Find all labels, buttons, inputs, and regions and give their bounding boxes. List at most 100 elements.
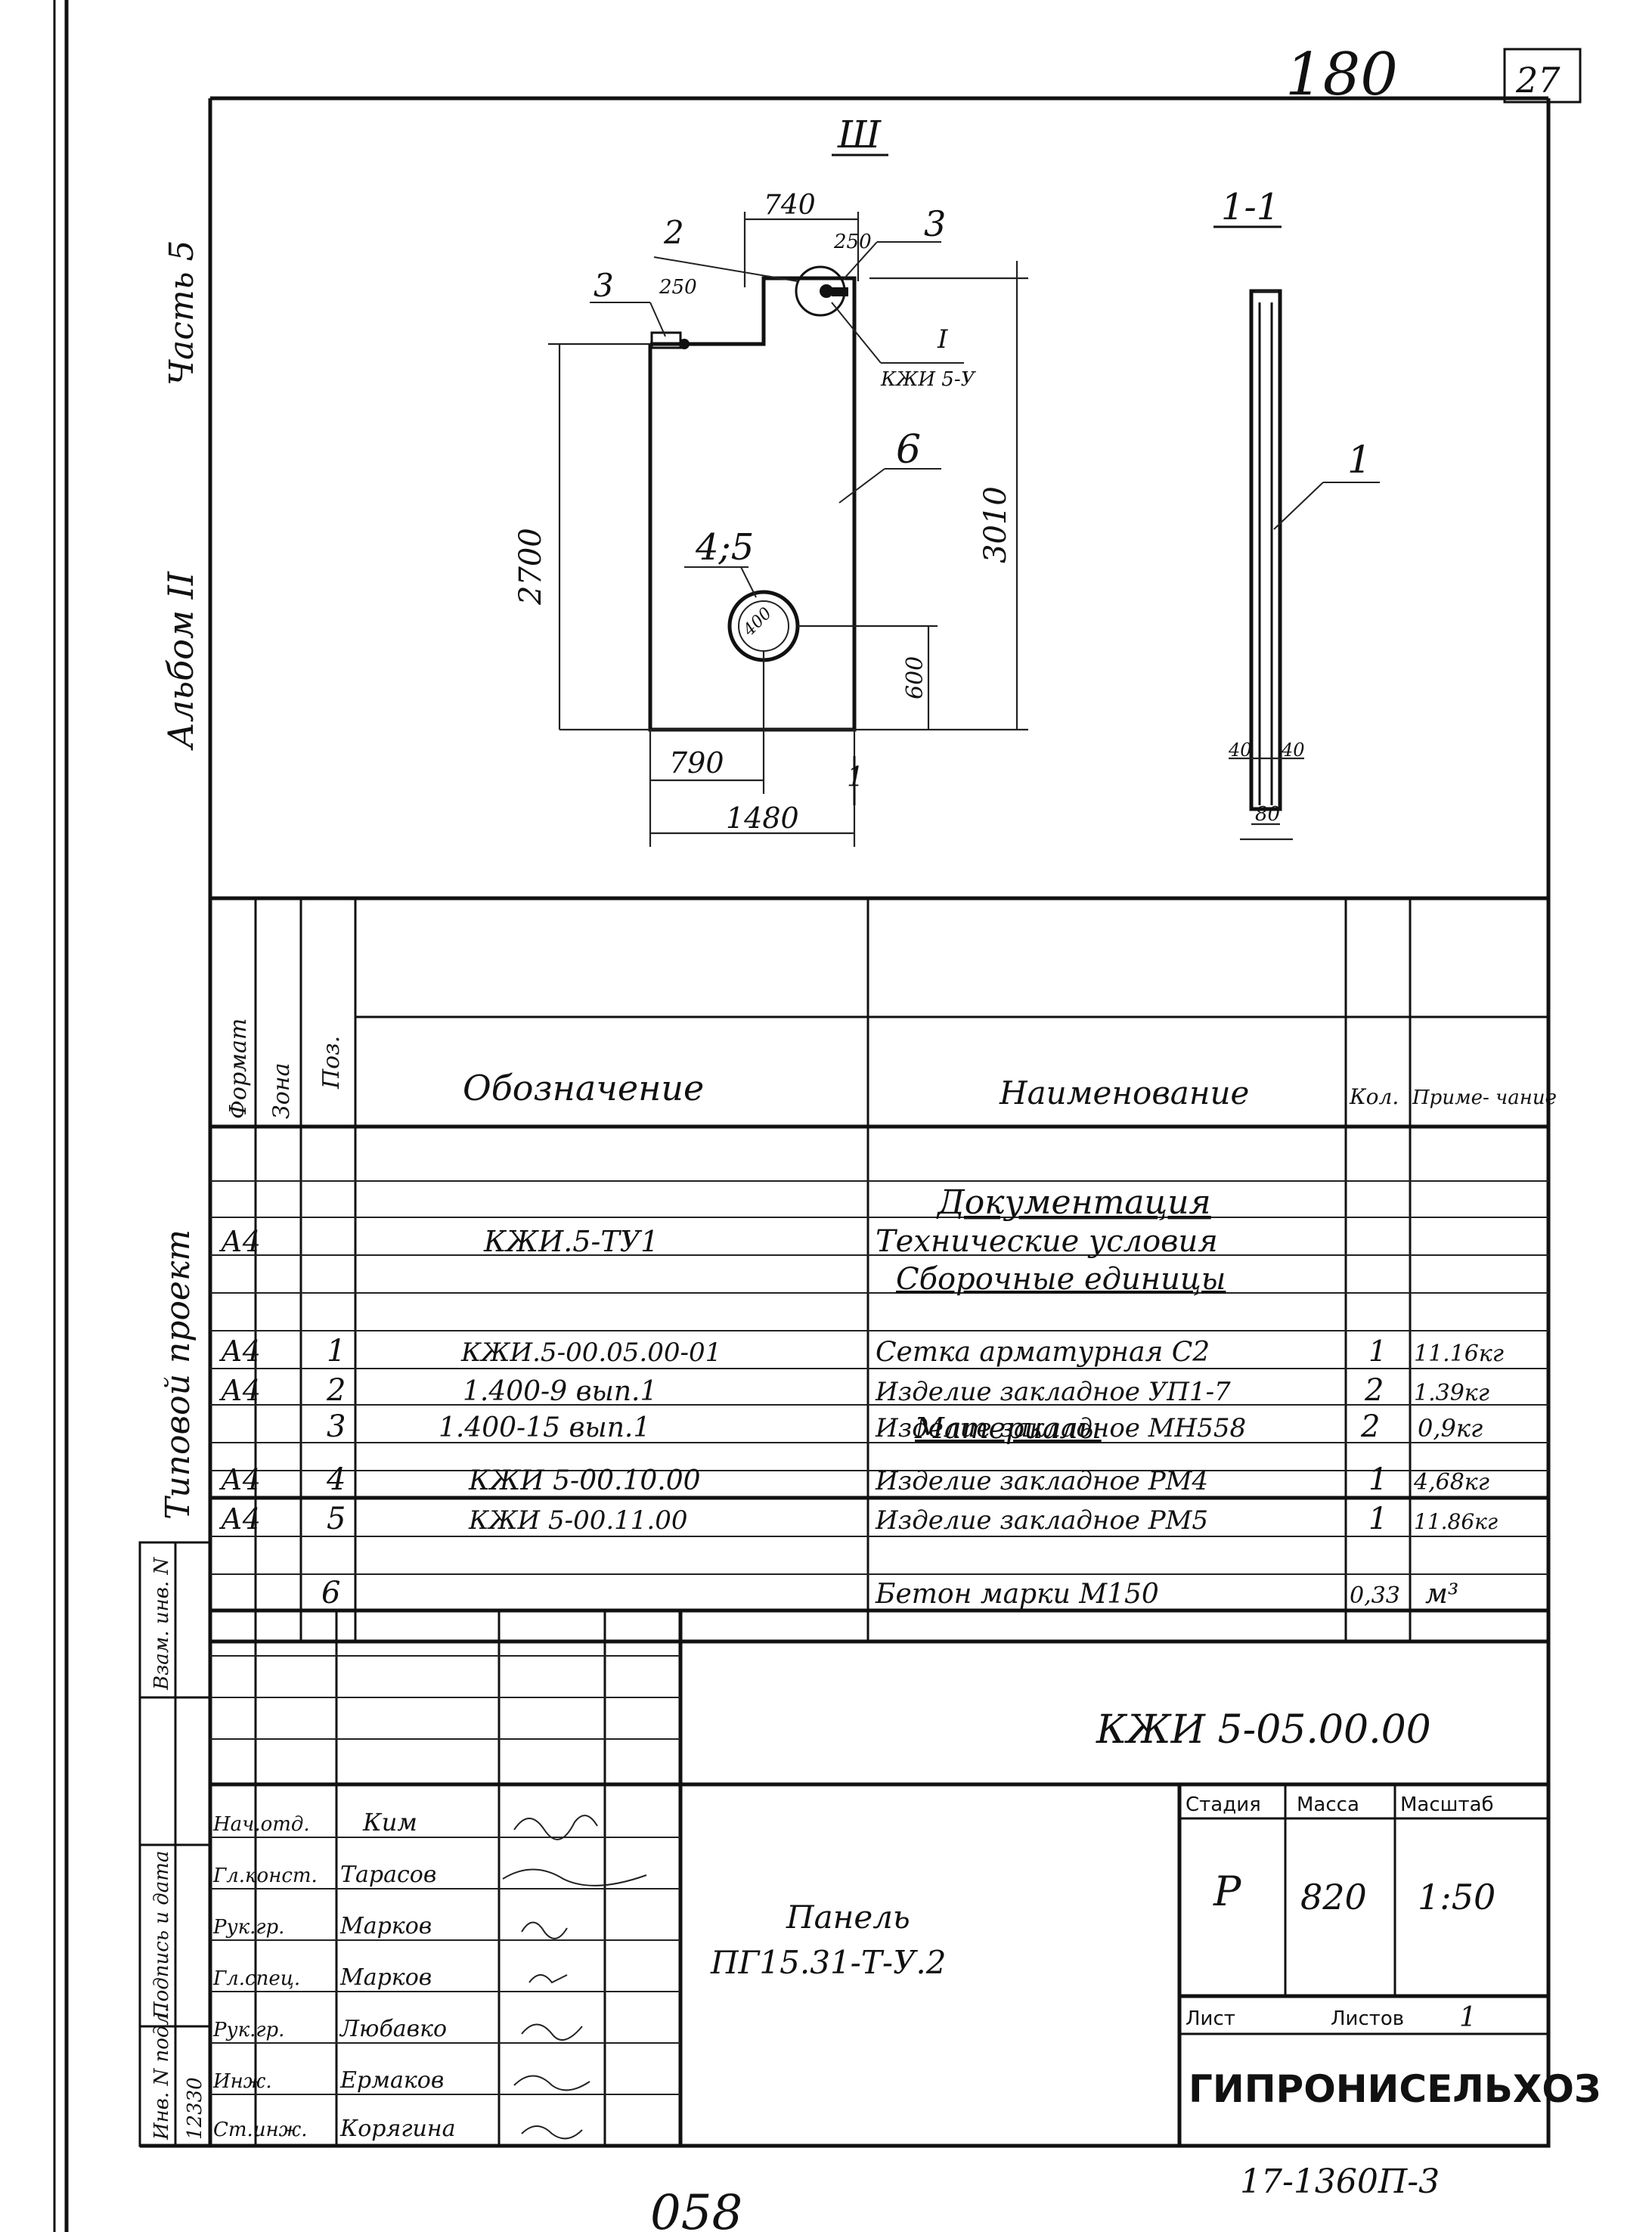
row-note: м³	[1425, 1579, 1458, 1610]
signatory-row: Инж. Ермаков	[212, 2067, 444, 2094]
hdr-pos: Поз.	[318, 1036, 345, 1090]
spec-row: А4 4 КЖИ 5-00.10.00 Изделие закладное РМ…	[219, 1462, 1489, 1497]
spec-row: А4 КЖИ.5-ТУ1 Технические условия	[219, 1224, 1218, 1259]
panel-plan-view: Ш 400 740 250 250 2 3 3 I КЖИ 5-У	[513, 113, 1028, 847]
view-label: Ш	[837, 113, 882, 157]
inv-dubl-label: Инв. N подл.	[150, 2007, 173, 2141]
dim-1480: 1480	[726, 801, 799, 835]
row-note: 4,68кг	[1413, 1469, 1489, 1496]
doc-code: КЖИ 5-05.00.00	[1096, 1707, 1431, 1753]
pos-4-5: 4;5	[695, 526, 754, 569]
mass-label: Масса	[1297, 1793, 1359, 1816]
dim-40-a: 40	[1228, 739, 1252, 761]
signatory-row: Рук.гр. Любавко	[212, 2016, 447, 2042]
pos-1-section: 1	[1347, 438, 1372, 482]
row-qty: 2	[1360, 1409, 1380, 1444]
section-view: 1-1 1 40 40 80	[1213, 186, 1380, 841]
dim-250-a: 250	[659, 276, 697, 299]
row-format: А4	[219, 1225, 261, 1258]
row-qty: 1	[1368, 1502, 1387, 1536]
spec-row: А4 5 КЖИ 5-00.11.00 Изделие закладное РМ…	[219, 1502, 1498, 1536]
row-format: А4	[219, 1463, 261, 1496]
vzam-label: Взам. инв. N	[150, 1557, 173, 1691]
signatory-role: Гл.спец.	[212, 1967, 300, 1990]
signatory-name: Ким	[362, 1808, 417, 1837]
signatory-name: Марков	[339, 1964, 432, 1991]
row-designation: КЖИ 5-00.10.00	[468, 1465, 701, 1496]
scale-value: 1:50	[1418, 1877, 1495, 1917]
sheets-label: Листов	[1331, 2007, 1404, 2030]
signatory-role: Нач.отд.	[212, 1813, 310, 1836]
sheet-label: Лист	[1186, 2007, 1235, 2030]
sheets-value: 1	[1459, 2002, 1477, 2033]
section-assemblies: Сборочные единицы	[896, 1262, 1226, 1297]
row-pos: 1	[327, 1334, 346, 1369]
row-format: А4	[219, 1335, 261, 1368]
bottom-stamp: 17-1360П-3	[1240, 2162, 1440, 2201]
row-note: 0,9кг	[1418, 1414, 1483, 1443]
page-number: 180	[1285, 41, 1398, 109]
row-name: Изделие закладное РМ4	[875, 1466, 1208, 1496]
row-pos: 6	[321, 1576, 340, 1610]
pos-3-left: 3	[594, 267, 614, 304]
row-qty: 0,33	[1350, 1583, 1400, 1609]
inv-number: 12330	[184, 2077, 206, 2140]
row-designation: КЖИ 5-00.11.00	[468, 1505, 688, 1536]
section-mark-text: 1	[847, 762, 864, 793]
signatory-row: Рук.гр. Марков	[212, 1913, 432, 1939]
signatory-name: Марков	[339, 1913, 432, 1939]
pos-6: 6	[896, 427, 921, 473]
mass-value: 820	[1300, 1877, 1367, 1917]
row-format: А4	[219, 1502, 261, 1536]
hdr-note: Приме- чание	[1412, 1087, 1557, 1109]
signatory-role: Рук.гр.	[212, 1916, 284, 1939]
row-note: 11.86кг	[1414, 1509, 1498, 1534]
row-note: 11.16кг	[1414, 1341, 1504, 1367]
title-line2: ПГ15.31-Т-У.2	[710, 1944, 947, 1981]
dim-2700: 2700	[513, 528, 548, 606]
row-pos: 5	[327, 1502, 346, 1536]
scale-label: Масштаб	[1400, 1793, 1494, 1816]
dim-3010: 3010	[978, 486, 1013, 563]
signatory-name: Ермаков	[339, 2067, 444, 2094]
stage-label: Стадия	[1186, 1793, 1261, 1816]
spec-row: А4 1 КЖИ.5-00.05.00-01 Сетка арматурная …	[219, 1334, 1504, 1369]
section-docs: Документация	[936, 1183, 1211, 1222]
pos-2: 2	[663, 214, 684, 251]
spec-table: Формат Зона Поз. Обозначение Наименовани…	[208, 896, 1557, 1500]
hdr-format: Формат	[225, 1018, 252, 1119]
row-pos: 3	[327, 1409, 346, 1444]
row-qty: 2	[1364, 1373, 1384, 1408]
hdr-zone: Зона	[268, 1063, 295, 1119]
sign-date-label: Подпись и дата	[150, 1851, 173, 2020]
title-line1: Панель	[786, 1899, 910, 1936]
album-label: Альбом II	[160, 571, 201, 751]
spec-row: 3 1.400-15 вып.1 Изделие закладное МН558…	[327, 1409, 1483, 1444]
part-label: Часть 5	[163, 240, 201, 386]
callout-ref: КЖИ 5-У	[880, 368, 977, 391]
section-materials: Материалы	[914, 1412, 1102, 1445]
row-name: Изделие закладное УП1-7	[875, 1377, 1231, 1407]
project-label: Типовой проект	[159, 1229, 197, 1520]
row-qty: 1	[1368, 1462, 1387, 1497]
row-designation: 1.400-15 вып.1	[439, 1412, 650, 1443]
hdr-qty: Кол.	[1349, 1084, 1399, 1109]
bottom-number: 058	[650, 2185, 742, 2232]
signatory-row: Гл.спец. Марков	[212, 1964, 432, 1991]
dim-80: 80	[1255, 803, 1280, 826]
row-qty: 1	[1368, 1335, 1387, 1368]
hdr-designation: Обозначение	[463, 1068, 704, 1108]
row-name: Бетон марки М150	[875, 1579, 1159, 1610]
spec-row: А4 2 1.400-9 вып.1 Изделие закладное УП1…	[219, 1373, 1489, 1408]
stage-value: Р	[1213, 1868, 1242, 1915]
org-name: ГИПРОНИСЕЛЬХОЗ	[1189, 2067, 1601, 2111]
row-name: Изделие закладное РМ5	[875, 1505, 1208, 1536]
row-designation: КЖИ.5-ТУ1	[483, 1225, 659, 1258]
row-name: Технические условия	[876, 1224, 1218, 1259]
row-designation: КЖИ.5-00.05.00-01	[460, 1338, 721, 1368]
signatory-role: Ст.инж.	[213, 2119, 308, 2141]
signatory-role: Инж.	[212, 2070, 272, 2093]
sheet-corner-number: 27	[1515, 60, 1561, 101]
pos-3-right: 3	[924, 203, 946, 244]
